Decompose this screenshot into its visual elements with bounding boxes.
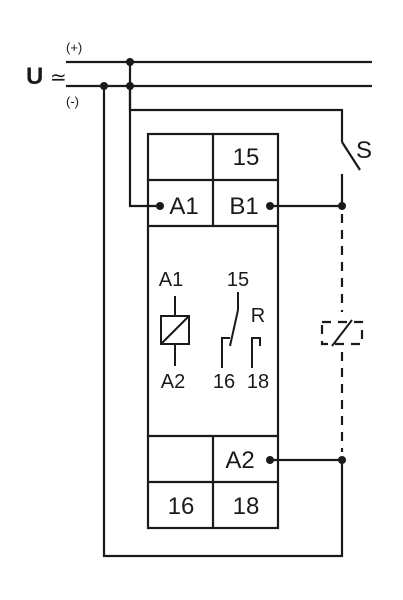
terminal-a1: A1 xyxy=(169,193,198,220)
coil-top-label: A1 xyxy=(159,269,183,291)
contact-no-label: 18 xyxy=(247,371,269,393)
a1-terminal-dot xyxy=(156,202,164,210)
supply-voltage-label: U xyxy=(26,63,43,90)
contact-blade xyxy=(229,309,239,347)
contact-no-lead xyxy=(251,337,261,368)
b1-terminal-dot xyxy=(266,202,274,210)
contact-common-label: 15 xyxy=(227,269,249,291)
terminal-16: 16 xyxy=(168,493,195,520)
switch-blade xyxy=(341,141,361,171)
load-coil-icon xyxy=(320,320,364,346)
coil-bottom-label: A2 xyxy=(161,371,185,393)
load-coil-diagonal xyxy=(331,319,353,347)
ac-dc-symbol: ≃ xyxy=(50,67,67,89)
terminal-b1: B1 xyxy=(229,193,258,220)
relay-label: R xyxy=(251,305,265,327)
coil-diagonal xyxy=(160,315,190,345)
minus-label: (-) xyxy=(66,94,79,109)
contact-nc-label: 16 xyxy=(213,371,235,393)
contact-nc-lead xyxy=(221,337,230,368)
a2-terminal-dot xyxy=(266,456,274,464)
terminal-15: 15 xyxy=(233,144,260,171)
wire-plus-to-switch xyxy=(128,86,344,138)
plus-label: (+) xyxy=(66,40,82,55)
terminal-a2: A2 xyxy=(225,447,254,474)
terminal-18: 18 xyxy=(233,493,260,520)
switch-label: S xyxy=(356,137,372,164)
b1-junction xyxy=(338,202,346,210)
wire-return-minus xyxy=(102,86,344,558)
